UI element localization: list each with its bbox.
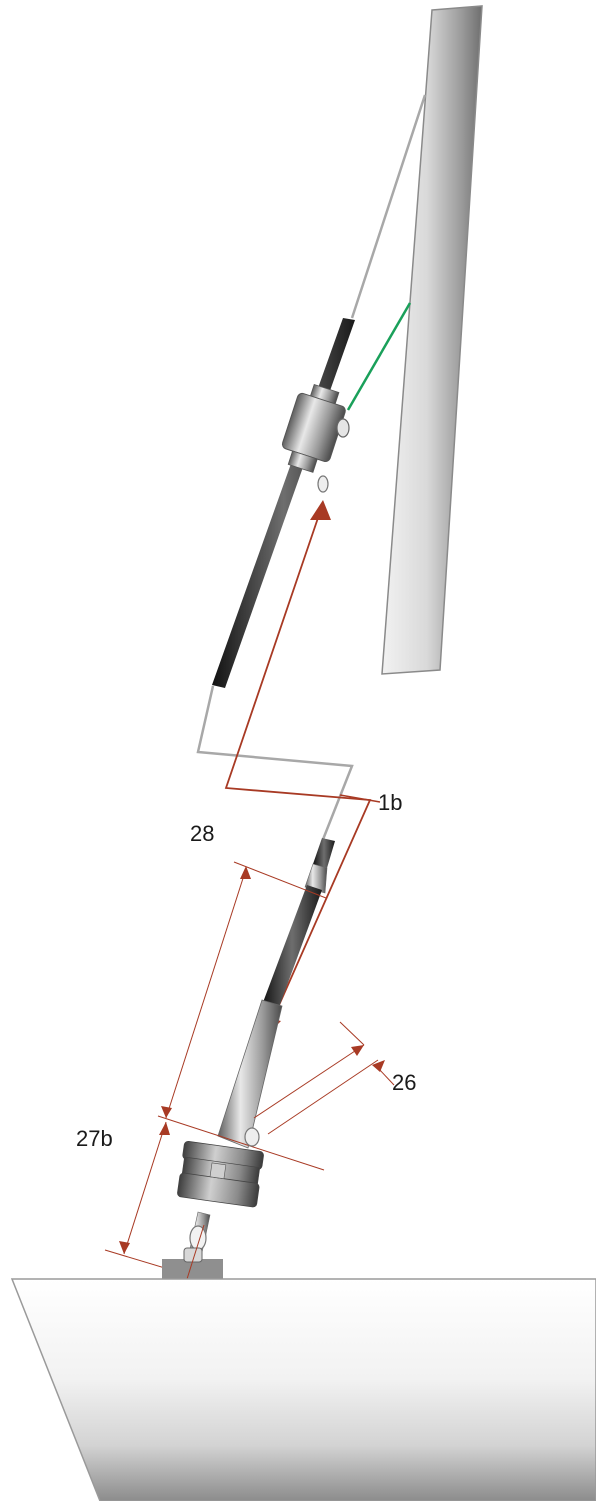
- arrowhead-1b-top: [310, 500, 331, 520]
- lower-rod-cone: [304, 863, 328, 894]
- arrowhead-27b-top: [159, 1122, 170, 1135]
- leader-long: [157, 1115, 325, 1171]
- arrowhead-27b-bottom: [119, 1241, 130, 1254]
- furler-drum: [177, 1140, 264, 1208]
- upper-hook: [317, 475, 329, 493]
- mast: [381, 5, 483, 675]
- upper-rod: [212, 318, 355, 688]
- green-tail-line: [346, 302, 412, 411]
- dimension-28: [165, 861, 327, 1119]
- arrowhead-28-bottom: [161, 1106, 172, 1118]
- dimension-1b: [224, 511, 372, 1031]
- chainplate: [162, 1259, 223, 1279]
- turnbuckle-ring: [244, 1127, 260, 1147]
- label-27b: 27b: [76, 1126, 113, 1151]
- turnbuckle-body: [217, 999, 283, 1149]
- label-1b: 1b: [378, 790, 402, 815]
- upper-swivel-fitting: [281, 383, 346, 473]
- lower-rod-top: [313, 838, 335, 868]
- lower-wire: [196, 685, 354, 843]
- chainplate-eye: [183, 1247, 203, 1263]
- arrowhead-28-top: [240, 866, 251, 879]
- arrowhead-26-b: [372, 1060, 385, 1072]
- arrowhead-26-a: [351, 1045, 364, 1056]
- upper-shackle: [336, 418, 350, 438]
- label-28: 28: [190, 821, 214, 846]
- dimension-26: [253, 1021, 395, 1135]
- lower-rod: [262, 885, 322, 1010]
- label-26: 26: [392, 1070, 416, 1095]
- hull: [10, 1278, 596, 1501]
- upper-wire: [350, 94, 427, 319]
- leader-1b: [339, 794, 381, 803]
